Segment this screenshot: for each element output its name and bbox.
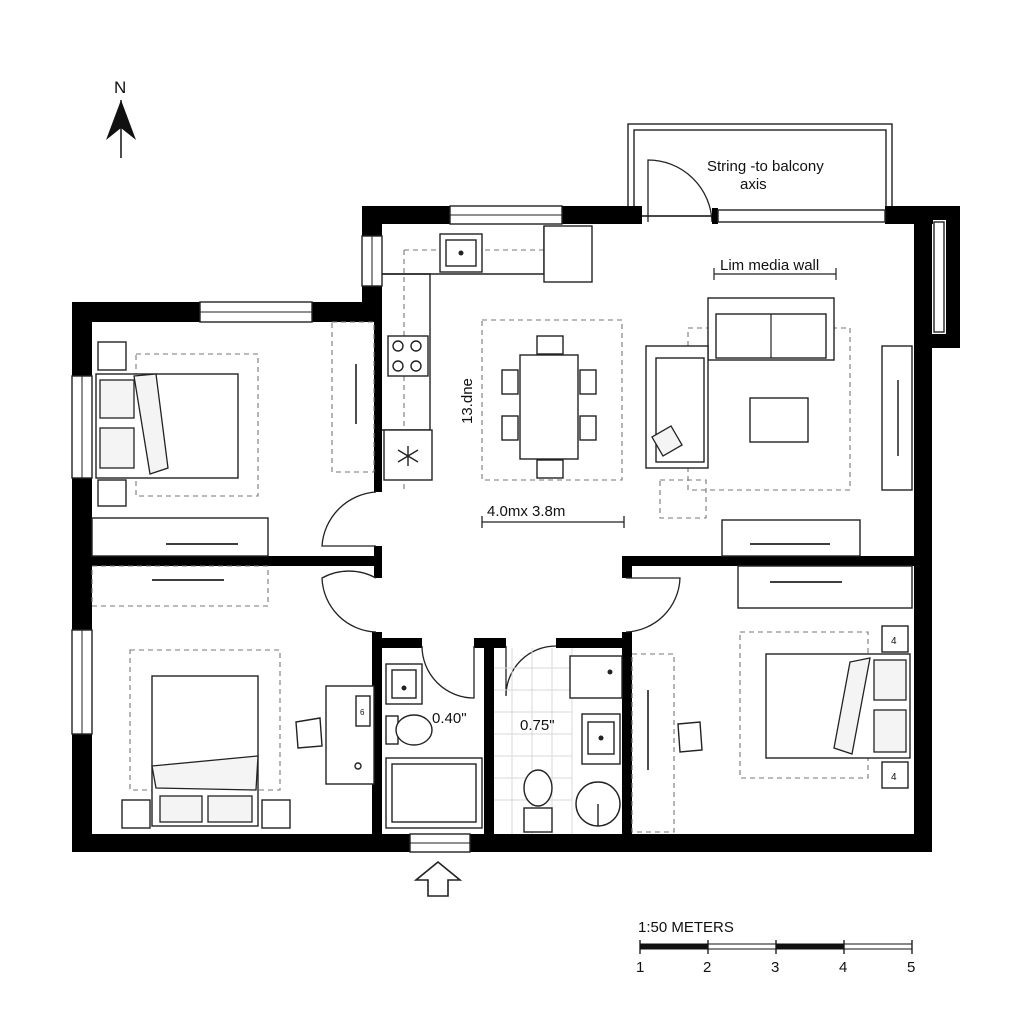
- dimension-line: 4.0mx 3.8m: [481, 503, 625, 528]
- toilet-right: [523, 769, 553, 807]
- outlet-bottom-label: 4: [891, 772, 897, 783]
- bedroom-1: [91, 321, 375, 557]
- doors: [321, 491, 681, 699]
- desk-tag: 6: [360, 708, 365, 717]
- scale-tick-2: 2: [703, 959, 711, 976]
- armchair: [645, 345, 709, 469]
- closet-1: [91, 517, 269, 557]
- dimension-label: 4.0mx 3.8m: [487, 503, 565, 520]
- closet-3: [737, 565, 913, 609]
- windows: [71, 205, 886, 853]
- north-arrow: N: [106, 78, 136, 158]
- balcony-door: [647, 159, 713, 223]
- kitchen: [382, 225, 593, 490]
- bathroom-left: 0.40": [385, 663, 483, 829]
- dining-table: [519, 354, 579, 460]
- door-bath-right: [505, 645, 557, 697]
- balcony-label-line1: String -to balcony: [707, 158, 824, 175]
- bedroom-2: 6: [91, 565, 375, 829]
- dining-area: 13.dne: [459, 319, 623, 481]
- scale-tick-5: 5: [907, 959, 915, 976]
- entrance-arrow-icon: [413, 860, 463, 897]
- outlet-top-label: 4: [891, 636, 897, 647]
- bathtub: [385, 757, 483, 829]
- bath-left-label: 0.40": [432, 710, 467, 727]
- chair-2: [295, 717, 323, 749]
- outlet-top: [881, 625, 909, 653]
- north-label: N: [114, 78, 126, 97]
- dining-label: 13.dne: [459, 378, 476, 424]
- toilet-left: [395, 714, 433, 746]
- door-bedroom2: [321, 570, 377, 633]
- outlet-bottom: [881, 761, 909, 789]
- cabinet-right: [569, 655, 623, 699]
- fridge: [543, 225, 593, 283]
- interior-walls: [92, 322, 914, 834]
- scale-tick-3: 3: [771, 959, 779, 976]
- bathroom-right: 0.75": [494, 648, 623, 834]
- nightstand-2a: [121, 799, 151, 829]
- exterior-walls: [72, 206, 960, 852]
- sideboard: [721, 519, 861, 557]
- scale-title: 1:50 METERS: [638, 919, 734, 936]
- nightstand-2b: [261, 799, 291, 829]
- scale-tick-1: 1: [636, 959, 644, 976]
- media-wall-label: Lim media wall: [720, 257, 819, 274]
- chair-3: [677, 721, 703, 753]
- door-bedroom3: [625, 577, 681, 633]
- north-arrow-icon: [106, 100, 136, 140]
- balcony: String -to balcony axis: [627, 123, 893, 223]
- coffee-table: [749, 397, 809, 443]
- bedroom-3: 4 4: [631, 565, 913, 833]
- door-bedroom1: [321, 491, 377, 547]
- scale-bar: 1:50 METERS 1 2 3 4 5: [636, 919, 915, 976]
- bath-right-label: 0.75": [520, 717, 555, 734]
- nightstand-1a: [97, 341, 127, 371]
- media-cabinet: [881, 345, 913, 491]
- wardrobe-3: [631, 653, 675, 833]
- balcony-label-line2: axis: [740, 176, 767, 193]
- living-area: Lim media wall: [645, 257, 913, 557]
- desk-2: [325, 685, 375, 785]
- closet-2: [91, 565, 269, 607]
- nightstand-1b: [97, 479, 127, 507]
- scale-tick-4: 4: [839, 959, 847, 976]
- wardrobe-1: [331, 321, 375, 473]
- door-bath-left: [421, 645, 475, 699]
